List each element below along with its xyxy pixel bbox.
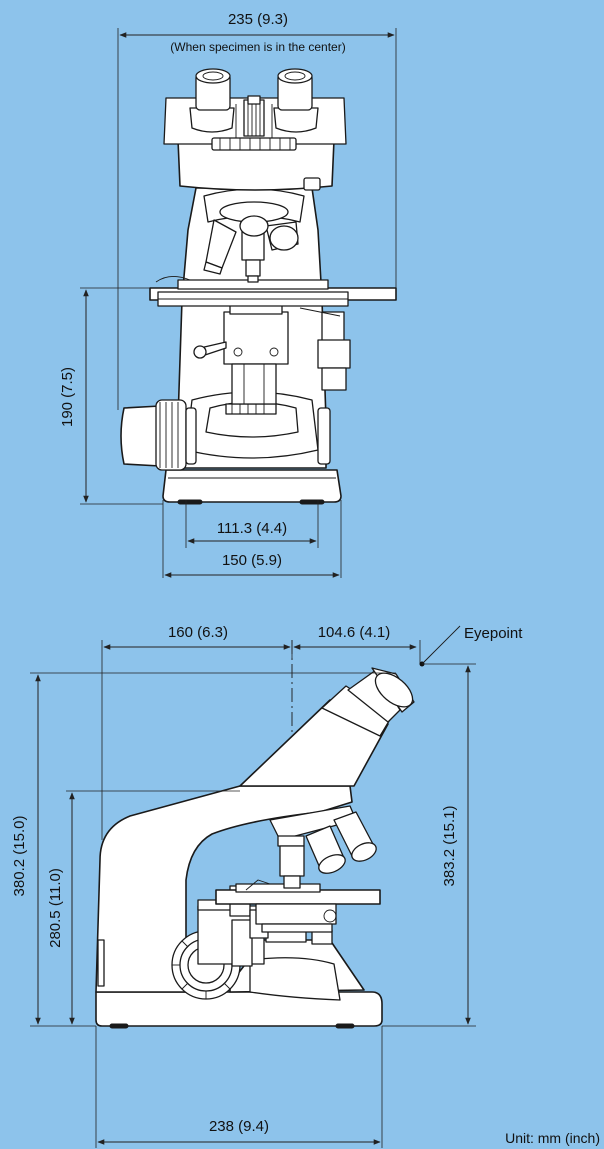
side-depth-label: 238 (9.4) xyxy=(209,1118,269,1135)
front-stage-height-label: 190 (7.5) xyxy=(59,367,76,427)
front-focus-knob-right xyxy=(317,407,331,465)
side-base xyxy=(95,991,383,1027)
front-base-inner-label: 111.3 (4.4) xyxy=(217,520,287,537)
front-base xyxy=(162,469,342,503)
front-width-label: 235 (9.3) xyxy=(228,11,288,28)
unit-label: Unit: mm (inch) xyxy=(505,1130,600,1146)
front-eyepiece-left xyxy=(189,107,235,133)
front-foot-left xyxy=(177,499,203,505)
front-foot-right xyxy=(299,499,325,505)
side-view xyxy=(95,640,415,1029)
front-dimensions: 235 (9.3) (When specimen is in the cente… xyxy=(59,11,397,578)
front-head xyxy=(177,139,335,191)
front-focus-knob-left xyxy=(120,405,161,467)
front-stage-drive xyxy=(321,311,345,343)
side-total-height-label: 380.2 (15.0) xyxy=(11,816,28,897)
side-eyepoint-height-label: 383.2 (15.1) xyxy=(441,806,458,887)
front-eyepiece-right xyxy=(273,107,319,133)
side-eyepiece xyxy=(374,672,414,708)
side-base-to-axis-label: 160 (6.3) xyxy=(168,624,228,641)
front-view xyxy=(120,68,397,505)
side-axis-to-eyepoint-label: 104.6 (4.1) xyxy=(318,624,391,641)
eyepoint-label: Eyepoint xyxy=(464,625,523,642)
side-dimensions: 160 (6.3) 104.6 (4.1) Eyepoint 380.2 (15… xyxy=(11,624,523,1148)
front-base-outer-label: 150 (5.9) xyxy=(222,552,282,569)
side-arm xyxy=(95,785,353,993)
side-objective-center xyxy=(279,845,305,877)
front-condenser-holder xyxy=(223,311,289,365)
front-width-note: (When specimen is in the center) xyxy=(170,40,345,54)
side-head-height-label: 280.5 (11.0) xyxy=(47,868,64,948)
